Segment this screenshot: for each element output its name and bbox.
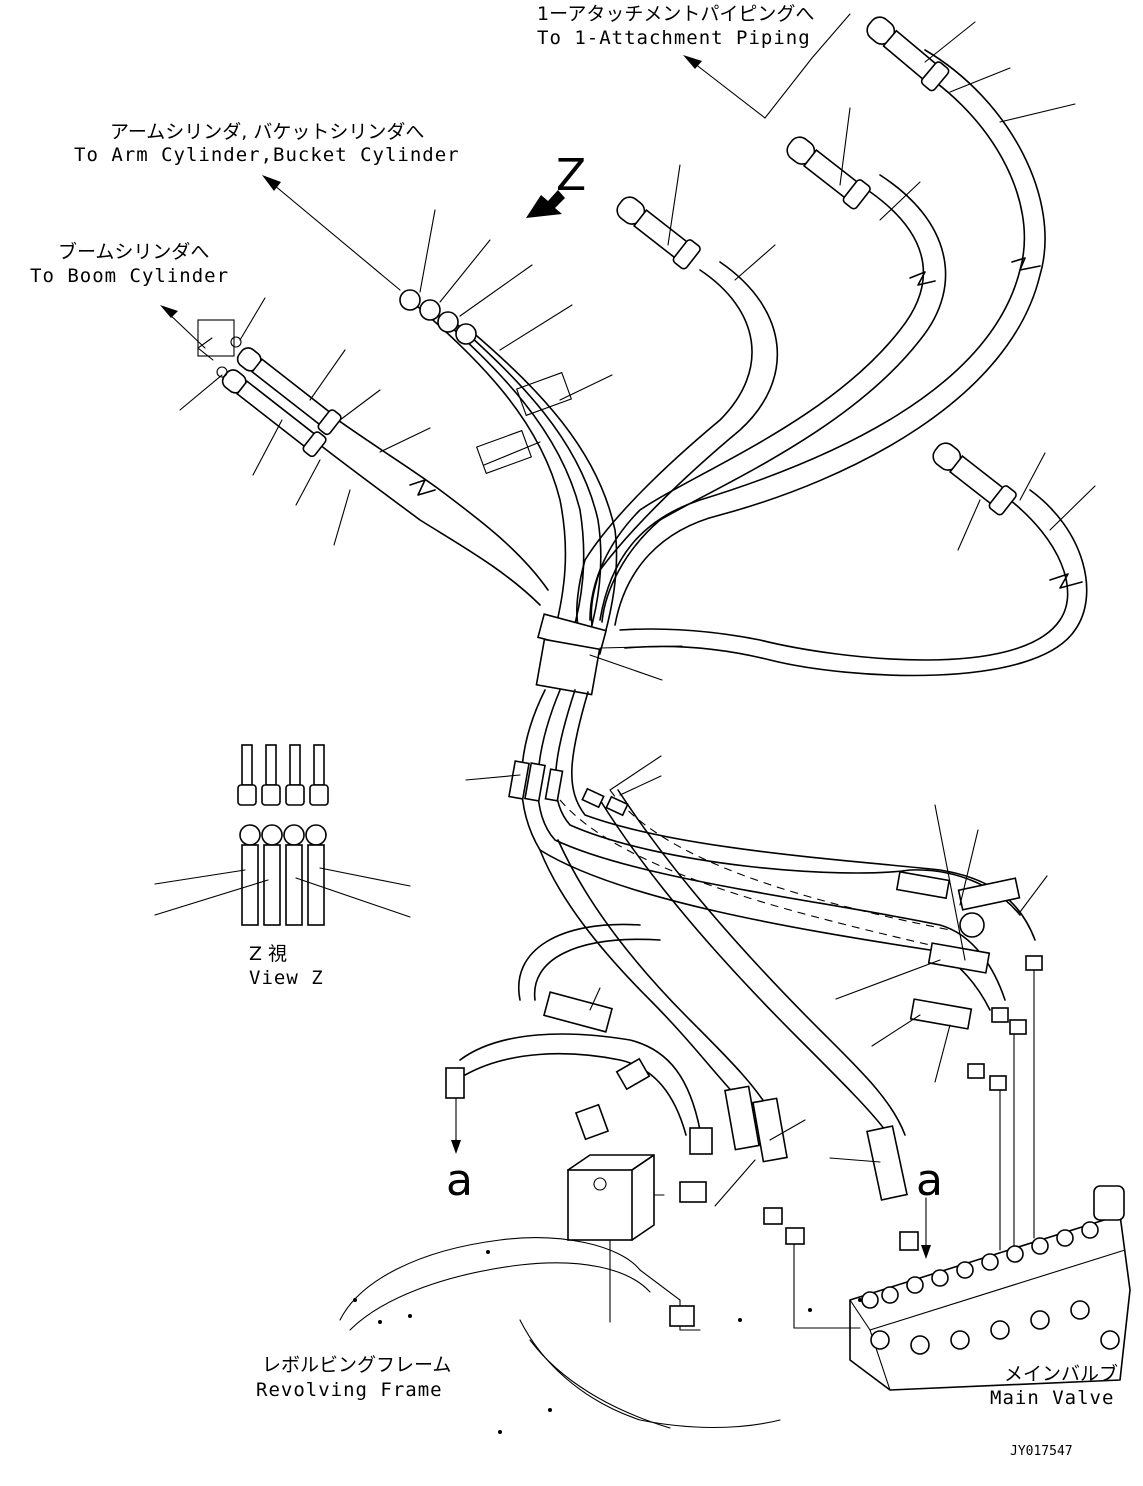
ref-a-left: a bbox=[446, 1155, 473, 1206]
main-valve-label-en: Main Valve bbox=[990, 1387, 1114, 1409]
z-view-arrow bbox=[526, 190, 565, 218]
revolving-frame-label-en: Revolving Frame bbox=[256, 1379, 443, 1401]
lower-hose-bundle bbox=[517, 689, 1036, 1136]
main-valve-ports bbox=[861, 1185, 1125, 1355]
pilot-valve-block bbox=[567, 1103, 707, 1323]
attachment-hoses bbox=[576, 49, 1088, 677]
z-view-marker: Z bbox=[556, 150, 586, 201]
leader-lines bbox=[179, 21, 1096, 1207]
view-z-label-en: View Z bbox=[249, 967, 324, 989]
view-z-label-jp: Z 視 bbox=[249, 943, 287, 965]
view-z-lower-hoses bbox=[239, 824, 327, 926]
arm-bucket-hoses bbox=[399, 289, 618, 646]
boom-label-jp: ブームシリンダへ bbox=[58, 240, 209, 263]
revolving-frame bbox=[339, 1237, 862, 1434]
main-valve-label-jp: メインバルブ bbox=[1004, 1362, 1118, 1385]
attachment-piping-label-en: To 1-Attachment Piping bbox=[537, 27, 811, 49]
arm-bucket-label-en: To Arm Cylinder,Bucket Cylinder bbox=[74, 144, 460, 166]
lower-bundle-fittings bbox=[508, 760, 1043, 1251]
ref-a-arrows bbox=[451, 1097, 931, 1259]
boom-direction-arrow bbox=[160, 305, 235, 361]
main-valve bbox=[793, 969, 1131, 1391]
view-z-upper-fittings bbox=[237, 744, 329, 806]
view-z-inset bbox=[154, 744, 411, 926]
drawing-id: JY017547 bbox=[1010, 1444, 1073, 1459]
revolving-frame-label-jp: レボルビングフレーム bbox=[262, 1354, 451, 1376]
boom-hoses bbox=[216, 336, 549, 606]
attachment-piping-label-jp: 1ーアタッチメントパイピングへ bbox=[537, 3, 814, 25]
hose-clamp bbox=[535, 613, 607, 696]
arm-bucket-direction-arrow bbox=[262, 175, 401, 291]
arm-bucket-label-jp: アームシリンダ, バケットシリンダへ bbox=[110, 121, 424, 143]
pilot-hose bbox=[445, 991, 713, 1155]
attachment-direction-arrow bbox=[683, 13, 851, 119]
boom-label-en: To Boom Cylinder bbox=[30, 265, 229, 287]
attachment-hose-fittings bbox=[616, 16, 1017, 516]
ref-a-right: a bbox=[916, 1155, 943, 1206]
